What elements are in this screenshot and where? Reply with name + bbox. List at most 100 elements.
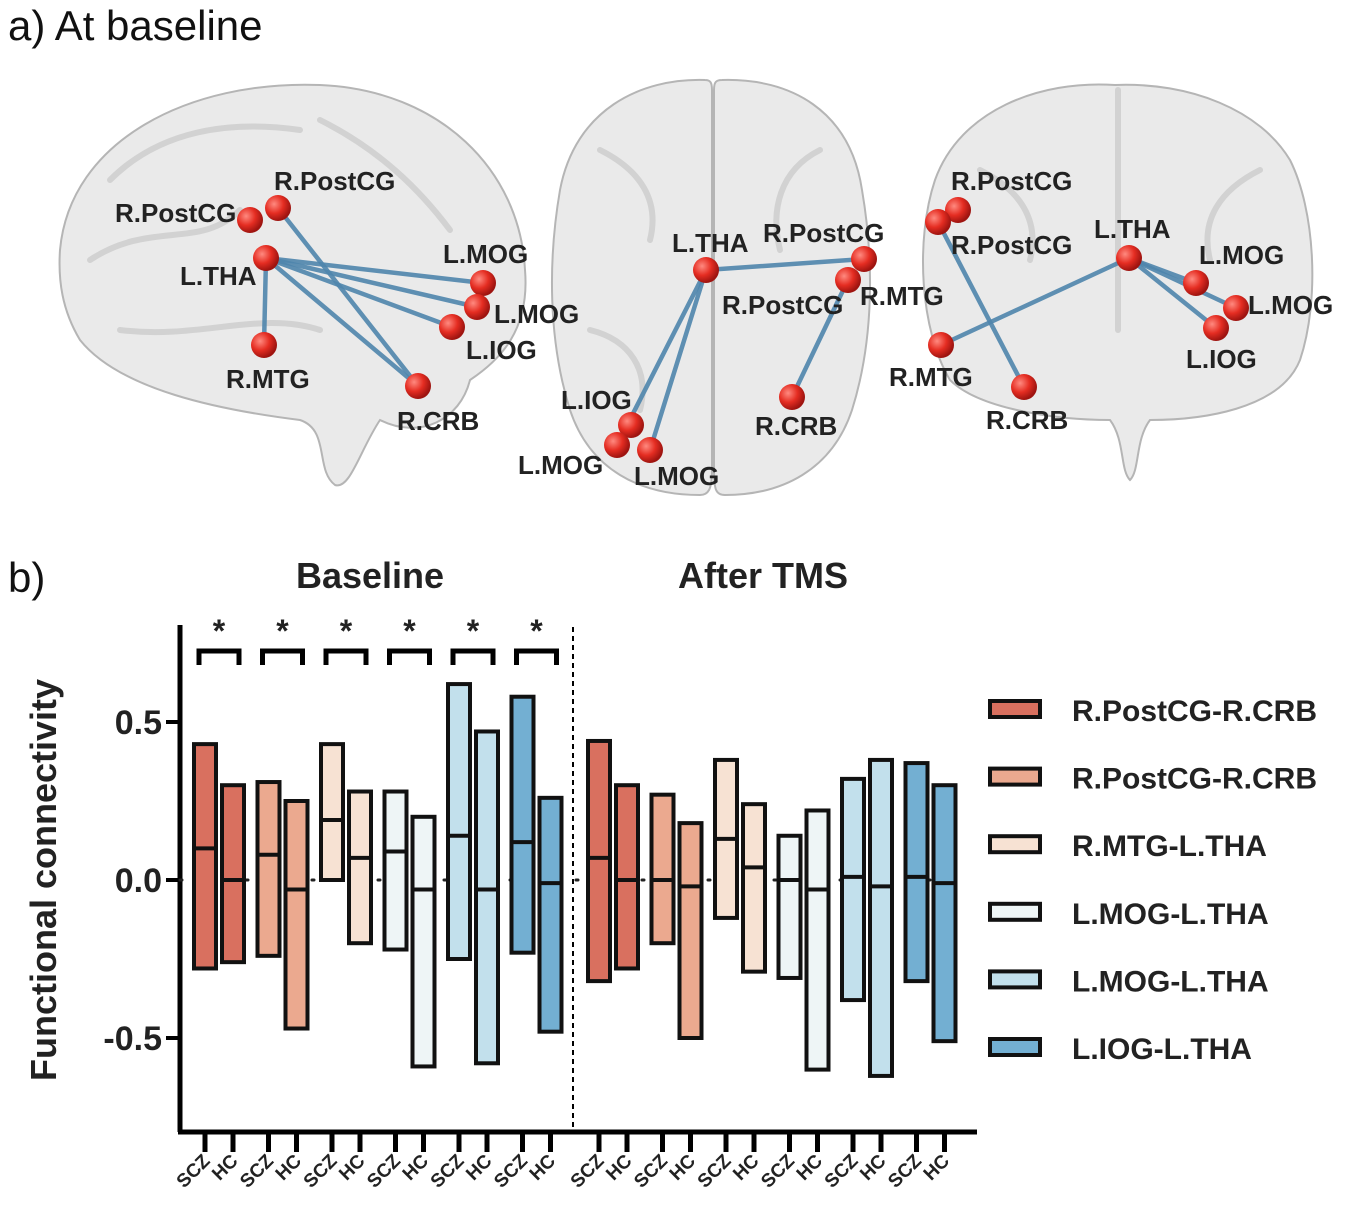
y-axis-label: Functional connectivity	[23, 679, 64, 1081]
legend-label: R.MTG-L.THA	[1072, 830, 1267, 863]
panel-a-title: a) At baseline	[8, 2, 263, 49]
network-node	[1183, 270, 1209, 296]
bar-baseline-scz	[192, 742, 218, 971]
node-label: L.MOG	[494, 299, 579, 329]
network-node	[1203, 315, 1229, 341]
legend-swatch	[988, 969, 1042, 990]
significance-star: *	[276, 613, 289, 649]
network-edge	[938, 255, 1132, 348]
significance-bracket	[450, 648, 496, 665]
chart-area: 0.50.0-0.5SCZHC*SCZHC*SCZHC*SCZHC*SCZHC*…	[103, 613, 977, 1192]
bar-after_tms-scz	[586, 738, 612, 984]
significance-bracket	[323, 648, 369, 665]
network-node	[618, 412, 644, 438]
node-label: R.PostCG	[951, 230, 1072, 260]
network-edge	[1126, 255, 1219, 331]
network-edge	[935, 219, 1027, 390]
network-node	[851, 246, 877, 272]
node-label: L.THA	[1094, 214, 1171, 244]
significance-bracket	[196, 648, 242, 665]
group-title-baseline: Baseline	[296, 555, 444, 596]
significance-star: *	[467, 613, 480, 649]
network-node	[253, 245, 279, 271]
bar-after_tms-scz	[776, 833, 803, 980]
legend-label: L.MOG-L.THA	[1072, 965, 1269, 998]
network-node	[1011, 374, 1037, 400]
network-node	[928, 332, 954, 358]
network-node	[405, 373, 431, 399]
node-label: L.MOG	[518, 450, 603, 480]
brain-coronal	[922, 83, 1314, 482]
node-label: R.PostCG	[115, 198, 236, 228]
node-label: R.MTG	[889, 362, 973, 392]
node-label: L.IOG	[1186, 344, 1257, 374]
legend-label: L.MOG-L.THA	[1072, 898, 1269, 931]
node-label: R.PostCG	[274, 166, 395, 196]
node-label: L.THA	[180, 261, 257, 291]
network-node	[464, 294, 490, 320]
bar-baseline-scz	[382, 789, 409, 952]
network-edge	[263, 255, 455, 330]
node-label: R.PostCG	[722, 290, 843, 320]
node-label: L.THA	[672, 228, 749, 258]
bar-baseline-scz	[255, 780, 282, 958]
bar-after_tms-hc	[804, 808, 831, 1072]
node-label: R.CRB	[986, 405, 1068, 435]
node-label: L.MOG	[634, 461, 719, 491]
legend-swatch	[988, 766, 1042, 787]
node-label: L.IOG	[466, 335, 537, 365]
network-edge	[263, 255, 486, 286]
node-label: L.MOG	[1199, 240, 1284, 270]
bar-baseline-hc	[283, 799, 310, 1031]
significance-star: *	[530, 613, 543, 649]
group-title-after-tms: After TMS	[678, 555, 848, 596]
legend-swatch	[988, 699, 1042, 719]
network-node	[265, 195, 291, 221]
bar-after_tms-hc	[614, 783, 640, 971]
network-node	[835, 267, 861, 293]
bar-baseline-hc	[474, 729, 500, 1066]
node-label: R.PostCG	[763, 218, 884, 248]
node-label: R.CRB	[397, 406, 479, 436]
network-node	[439, 314, 465, 340]
node-label: R.PostCG	[951, 166, 1072, 196]
significance-star: *	[213, 613, 226, 649]
network-node	[251, 332, 277, 358]
node-label: R.MTG	[226, 364, 310, 394]
bar-baseline-scz	[509, 694, 536, 955]
bar-baseline-scz	[446, 682, 472, 962]
bar-after_tms-scz	[649, 792, 676, 946]
network-edge	[1126, 255, 1239, 311]
network-node	[693, 257, 719, 283]
network-edge	[261, 255, 269, 348]
y-tick-label: 0.5	[115, 704, 162, 742]
y-tick-label: 0.0	[115, 862, 162, 900]
node-label: R.MTG	[860, 281, 944, 311]
significance-bracket	[260, 648, 305, 665]
brain-axial	[551, 78, 871, 497]
y-tick-label: -0.5	[103, 1020, 162, 1058]
network-node	[604, 432, 630, 458]
bar-after_tms-hc	[868, 757, 894, 1078]
bar-baseline-scz	[319, 742, 345, 882]
network-edge	[263, 255, 480, 310]
network-node	[945, 197, 971, 223]
legend-label: R.PostCG-R.CRB	[1072, 763, 1317, 796]
legend-swatch	[988, 1037, 1042, 1057]
node-label: L.IOG	[561, 385, 632, 415]
network-edge	[263, 255, 421, 389]
significance-bracket	[514, 648, 559, 665]
network-view-3: R.PostCGR.PostCGL.THAL.MOGL.MOGL.IOGR.MT…	[889, 166, 1333, 435]
bar-after_tms-hc	[931, 783, 958, 1044]
node-label: L.MOG	[443, 239, 528, 269]
legend-swatch	[988, 901, 1042, 922]
x-tick-label: HC	[526, 1150, 560, 1184]
network-node	[925, 209, 951, 235]
panel-b-title: b)	[8, 554, 45, 601]
legend-label: R.PostCG-R.CRB	[1072, 695, 1317, 728]
network-edge	[275, 205, 421, 389]
network-node	[237, 207, 263, 233]
network-view-1: R.PostCG R.PostCG L.THA L.MOG L.MOG L.IOG R.MT…	[115, 166, 579, 436]
